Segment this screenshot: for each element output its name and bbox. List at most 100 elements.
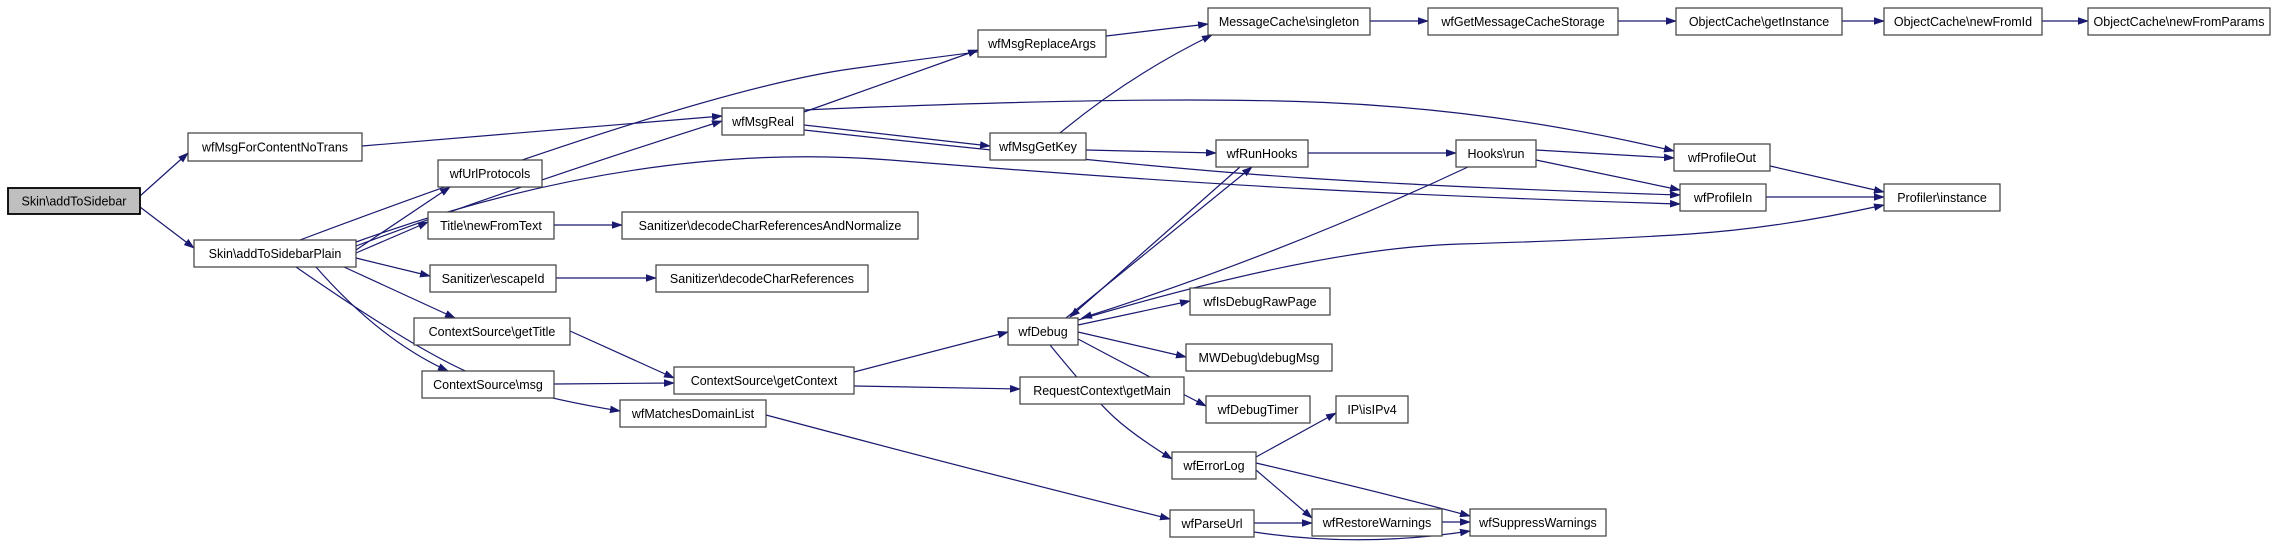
edge-wfMsgGetKey-to-msgCacheSingleton xyxy=(1059,34,1213,134)
node-hooksRun[interactable]: Hooks\run xyxy=(1455,139,1537,168)
node-box-reqGetMain[interactable] xyxy=(1019,376,1185,405)
node-wfUrlProtocols[interactable]: wfUrlProtocols xyxy=(437,159,543,188)
node-box-sanDecodeNorm[interactable] xyxy=(621,211,919,240)
node-wfGetMessageCacheStorage[interactable]: wfGetMessageCacheStorage xyxy=(1427,7,1619,36)
node-wfMsgReal[interactable]: wfMsgReal xyxy=(721,107,805,136)
edge-wfMatchesDomainList-to-wfParseUrl xyxy=(765,414,1171,521)
node-addToSidebarPlain[interactable]: Skin\addToSidebarPlain xyxy=(193,239,357,268)
node-wfDebug[interactable]: wfDebug xyxy=(1007,317,1079,346)
node-ctxMsg[interactable]: ContextSource\msg xyxy=(421,370,555,399)
node-wfMatchesDomainList[interactable]: wfMatchesDomainList xyxy=(619,399,767,428)
node-box-mwDebugMsg[interactable] xyxy=(1185,343,1333,372)
node-box-profilerInstance[interactable] xyxy=(1883,183,2001,212)
node-wfProfileIn[interactable]: wfProfileIn xyxy=(1679,183,1767,212)
node-objGetInstance[interactable]: ObjectCache\getInstance xyxy=(1675,7,1843,36)
node-box-ipIsIPv4[interactable] xyxy=(1335,395,1409,424)
edge-hooksRun-to-wfProfileOut xyxy=(1535,149,1675,162)
node-box-wfRestoreWarnings[interactable] xyxy=(1311,508,1443,537)
edge-ctxGetTitle-to-ctxGetContext xyxy=(569,330,675,379)
edge-wfErrorLog-to-wfSuppressWarnings xyxy=(1255,462,1471,518)
node-ipIsIPv4[interactable]: IP\isIPv4 xyxy=(1335,395,1409,424)
node-box-wfParseUrl[interactable] xyxy=(1169,509,1255,538)
node-addToSidebar[interactable]: Skin\addToSidebar xyxy=(7,187,141,215)
node-box-wfProfileIn[interactable] xyxy=(1679,183,1767,212)
node-box-wfSuppressWarnings[interactable] xyxy=(1469,508,1607,537)
node-box-wfProfileOut[interactable] xyxy=(1673,143,1771,172)
edge-addToSidebar-to-addToSidebarPlain xyxy=(139,206,195,249)
node-box-ctxGetTitle[interactable] xyxy=(413,317,571,346)
node-box-sanDecodeRefs[interactable] xyxy=(655,264,869,293)
node-box-ctxGetContext[interactable] xyxy=(673,366,855,395)
node-wfProfileOut[interactable]: wfProfileOut xyxy=(1673,143,1771,172)
edge-addToSidebarPlain-to-titleNewFromText xyxy=(355,221,429,254)
edge-wfMsgReal-to-wfMsgReplaceArgs xyxy=(803,49,979,113)
edge-wfMsgReal-to-wfProfileOut xyxy=(803,99,1675,153)
edge-addToSidebarPlain-to-ctxGetTitle xyxy=(343,266,456,319)
edge-wfMsgGetKey-to-wfRunHooks xyxy=(1085,148,1217,157)
node-reqGetMain[interactable]: RequestContext\getMain xyxy=(1019,376,1185,405)
edge-wfMsgForContentNoTrans-to-wfMsgReal xyxy=(361,113,723,147)
node-objNewFromParams[interactable]: ObjectCache\newFromParams xyxy=(2087,7,2271,36)
node-wfMsgGetKey[interactable]: wfMsgGetKey xyxy=(989,132,1087,161)
node-wfIsDebugRawPage[interactable]: wfIsDebugRawPage xyxy=(1189,287,1331,316)
edge-wfMsgReal-to-wfMsgGetKey xyxy=(803,124,991,149)
edge-addToSidebarPlain-to-wfUrlProtocols xyxy=(355,186,451,251)
edge-addToSidebarPlain-to-ctxMsg xyxy=(315,266,449,372)
node-wfParseUrl[interactable]: wfParseUrl xyxy=(1169,509,1255,538)
node-wfRestoreWarnings[interactable]: wfRestoreWarnings xyxy=(1311,508,1443,537)
node-box-objNewFromParams[interactable] xyxy=(2087,7,2271,36)
node-box-objGetInstance[interactable] xyxy=(1675,7,1843,36)
edge-wfDebug-to-profilerInstance xyxy=(1077,203,1885,321)
node-box-sanEscapeId[interactable] xyxy=(429,264,557,293)
node-box-addToSidebarPlain[interactable] xyxy=(193,239,357,268)
node-wfDebugTimer[interactable]: wfDebugTimer xyxy=(1205,395,1311,424)
edge-wfDebug-to-wfErrorLog xyxy=(1049,344,1173,460)
node-box-wfMsgReal[interactable] xyxy=(721,107,805,136)
node-box-wfMatchesDomainList[interactable] xyxy=(619,399,767,428)
nodes-layer: Skin\addToSidebar wfMsgForContentNoTransS… xyxy=(7,7,2271,538)
node-wfRunHooks[interactable]: wfRunHooks xyxy=(1215,139,1309,168)
node-box-titleNewFromText[interactable] xyxy=(427,211,555,240)
node-wfMsgForContentNoTrans[interactable]: wfMsgForContentNoTrans xyxy=(187,132,363,162)
node-mwDebugMsg[interactable]: MWDebug\debugMsg xyxy=(1185,343,1333,372)
node-box-hooksRun[interactable] xyxy=(1455,139,1537,168)
edge-addToSidebarPlain-to-sanEscapeId xyxy=(355,257,431,278)
node-ctxGetTitle[interactable]: ContextSource\getTitle xyxy=(413,317,571,346)
node-sanDecodeRefs[interactable]: Sanitizer\decodeCharReferences xyxy=(655,264,869,293)
node-titleNewFromText[interactable]: Title\newFromText xyxy=(427,211,555,240)
node-box-wfDebugTimer[interactable] xyxy=(1205,395,1311,424)
edge-wfErrorLog-to-ipIsIPv4 xyxy=(1255,412,1337,458)
node-wfErrorLog[interactable]: wfErrorLog xyxy=(1171,451,1257,480)
node-box-wfMsgReplaceArgs[interactable] xyxy=(977,29,1107,58)
node-box-msgCacheSingleton[interactable] xyxy=(1207,7,1371,36)
node-profilerInstance[interactable]: Profiler\instance xyxy=(1883,183,2001,212)
edge-wfDebug-to-wfDebugTimer xyxy=(1077,338,1207,407)
edge-addToSidebarPlain-to-wfProfileIn xyxy=(355,156,1681,243)
node-box-addToSidebar[interactable] xyxy=(7,187,141,215)
edge-wfDebug-to-wfIsDebugRawPage xyxy=(1077,299,1191,326)
edge-wfDebug-to-mwDebugMsg xyxy=(1077,331,1187,359)
node-objNewFromId[interactable]: ObjectCache\newFromId xyxy=(1883,7,2043,36)
node-box-wfMsgGetKey[interactable] xyxy=(989,132,1087,161)
node-box-wfMsgForContentNoTrans[interactable] xyxy=(187,132,363,162)
node-sanEscapeId[interactable]: Sanitizer\escapeId xyxy=(429,264,557,293)
node-msgCacheSingleton[interactable]: MessageCache\singleton xyxy=(1207,7,1371,36)
node-box-wfRunHooks[interactable] xyxy=(1215,139,1309,168)
edge-wfProfileOut-to-profilerInstance xyxy=(1769,165,1885,194)
node-wfMsgReplaceArgs[interactable]: wfMsgReplaceArgs xyxy=(977,29,1107,58)
node-box-wfErrorLog[interactable] xyxy=(1171,451,1257,480)
node-box-objNewFromId[interactable] xyxy=(1883,7,2043,36)
node-box-wfUrlProtocols[interactable] xyxy=(437,159,543,188)
edge-ctxGetContext-to-wfDebug xyxy=(853,330,1009,373)
node-ctxGetContext[interactable]: ContextSource\getContext xyxy=(673,366,855,395)
node-wfSuppressWarnings[interactable]: wfSuppressWarnings xyxy=(1469,508,1607,537)
node-sanDecodeNorm[interactable]: Sanitizer\decodeCharReferencesAndNormali… xyxy=(621,211,919,240)
node-box-ctxMsg[interactable] xyxy=(421,370,555,399)
edge-wfRunHooks-to-wfDebug xyxy=(1069,166,1241,318)
node-box-wfDebug[interactable] xyxy=(1007,317,1079,346)
node-box-wfGetMessageCacheStorage[interactable] xyxy=(1427,7,1619,36)
edge-ctxMsg-to-ctxGetContext xyxy=(553,379,675,387)
node-box-wfIsDebugRawPage[interactable] xyxy=(1189,287,1331,316)
edge-addToSidebar-to-wfMsgForContentNoTrans xyxy=(139,152,189,197)
